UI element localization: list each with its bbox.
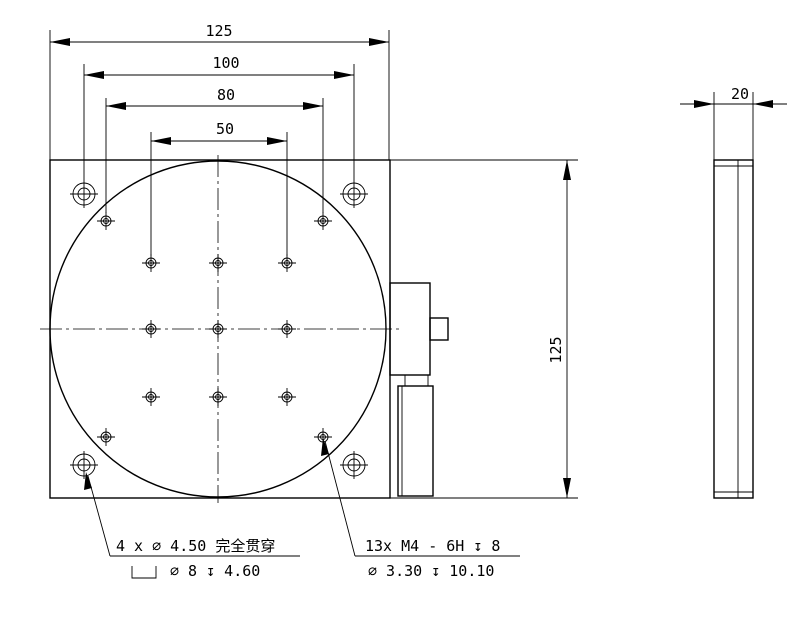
tapped-hole: [278, 320, 296, 338]
side-view: [713, 159, 754, 499]
dimension-label-80: 80: [217, 86, 235, 104]
tapped-hole-callout: 13x M4 - 6H ↧ 8 ∅ 3.30 ↧ 10.10: [321, 438, 520, 580]
tapped-hole: [97, 428, 115, 446]
tapped-hole: [314, 212, 332, 230]
tapped-hole: [278, 254, 296, 272]
tapped-hole: [209, 254, 227, 272]
tapped-hole-callout-line2: ∅ 3.30 ↧ 10.10: [368, 562, 494, 580]
through-hole-callout: 4 x ∅ 4.50 完全贯穿 ∅ 8 ↧ 4.60: [84, 472, 300, 580]
dimension-label-125-height: 125: [547, 336, 565, 363]
tapped-hole-callout-line1: 13x M4 - 6H ↧ 8: [365, 537, 500, 555]
dimension-label-125-width: 125: [205, 22, 232, 40]
side-view-outline: [713, 159, 754, 499]
tapped-hole: [209, 320, 227, 338]
corner-hole-top-right: [340, 180, 368, 208]
dimension-80: 80: [105, 86, 324, 213]
tapped-hole: [142, 388, 160, 406]
dimension-50: 50: [150, 120, 288, 256]
tapped-hole: [278, 388, 296, 406]
dimension-label-20: 20: [731, 85, 749, 103]
tapped-hole: [97, 212, 115, 230]
front-view: [40, 155, 449, 503]
dimension-label-50: 50: [216, 120, 234, 138]
tapped-hole: [142, 320, 160, 338]
tapped-hole: [209, 388, 227, 406]
adjust-knob: [429, 317, 449, 341]
dimension-125-width: 125: [49, 22, 390, 160]
dimension-125-height: 125: [390, 159, 578, 499]
tapped-holes: [97, 212, 332, 446]
corner-hole-top-left: [70, 180, 98, 208]
corner-hole-bottom-left: [70, 451, 98, 479]
motor-body: [397, 385, 434, 497]
dimension-100: 100: [83, 54, 355, 180]
corner-hole-bottom-right: [340, 451, 368, 479]
counterbore-symbol: [131, 566, 157, 579]
dimension-20: 20: [680, 85, 787, 160]
through-hole-callout-line1: 4 x ∅ 4.50 完全贯穿: [116, 537, 275, 555]
through-hole-callout-line2: ∅ 8 ↧ 4.60: [170, 562, 260, 580]
tapped-hole: [142, 254, 160, 272]
dimension-label-100: 100: [212, 54, 239, 72]
